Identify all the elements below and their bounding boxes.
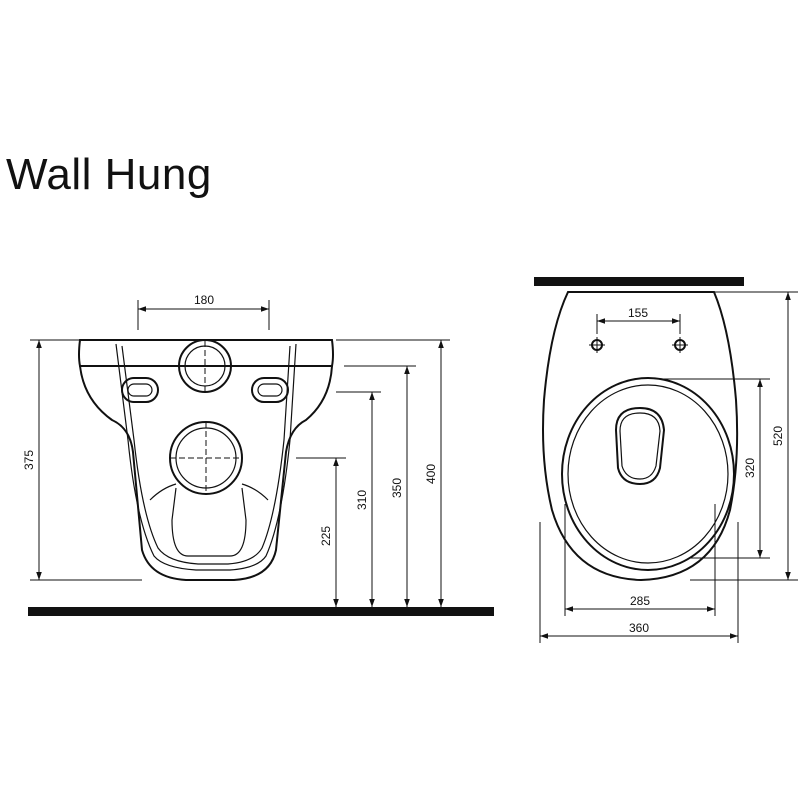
dim-180-label: 180 bbox=[194, 293, 214, 307]
front-bowl-inner bbox=[115, 343, 297, 571]
front-view: 180 375 225 310 350 400 bbox=[22, 293, 494, 616]
front-bowl-inner-2 bbox=[121, 345, 291, 565]
seat-ring-outer bbox=[561, 377, 735, 571]
mounting-slot-left bbox=[121, 377, 159, 403]
dim-360-label: 360 bbox=[629, 621, 649, 635]
front-bowl-outer bbox=[79, 365, 333, 581]
front-trap bbox=[171, 487, 247, 557]
seat-ring-inner bbox=[567, 384, 729, 564]
dim-400-label: 400 bbox=[424, 464, 438, 484]
front-trap-inner bbox=[149, 483, 269, 501]
dim-225-label: 225 bbox=[319, 526, 333, 546]
dim-320-label: 320 bbox=[743, 458, 757, 478]
top-outline-outer bbox=[542, 291, 739, 582]
top-view: 155 520 320 285 360 bbox=[534, 277, 798, 643]
dim-520-label: 520 bbox=[771, 426, 785, 446]
bowl-opening-inner bbox=[619, 412, 661, 480]
dim-375-label: 375 bbox=[22, 450, 36, 470]
mounting-slot-right-inner bbox=[257, 383, 283, 397]
inlet-circle-outer bbox=[178, 339, 232, 393]
mounting-slot-right bbox=[251, 377, 289, 403]
drawing-title: Wall Hung bbox=[6, 150, 212, 199]
dim-310-label: 310 bbox=[355, 490, 369, 510]
dim-285-label: 285 bbox=[630, 594, 650, 608]
dim-155-label: 155 bbox=[628, 306, 648, 320]
mounting-slot-left-inner bbox=[127, 383, 153, 397]
dim-350-label: 350 bbox=[390, 478, 404, 498]
bowl-opening bbox=[614, 406, 666, 486]
floor-bar bbox=[28, 607, 494, 616]
wall-bar bbox=[534, 277, 744, 286]
